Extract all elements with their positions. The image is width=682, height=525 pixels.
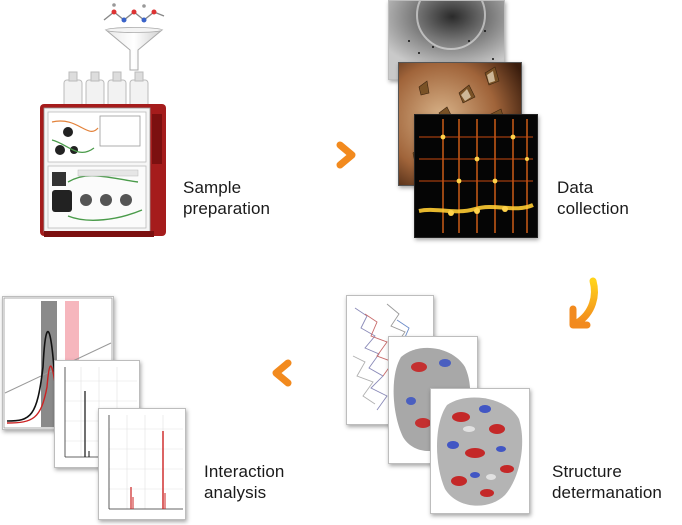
step-label-line2: collection [557,199,629,218]
step-label-line1: Sample [183,178,242,197]
step-label-line1: Interaction [204,462,285,481]
step-label-line1: Data [557,178,594,197]
funnel-icon [104,27,164,71]
arrow-down-left-icon [569,277,598,329]
step-label-structure-determination: Structure determanation [552,461,662,503]
spectrum-plot-icon-front [98,408,186,520]
step-label-line2: preparation [183,199,271,218]
molecule-icon [103,3,165,23]
step-label-line1: Structure [552,462,622,481]
step-label-data-collection: Data collection [557,177,629,219]
arrow-left-icon [272,359,318,387]
chromatography-instrument-icon [40,104,166,237]
heatmap-icon [414,114,538,238]
step-label-line2: determanation [552,483,662,502]
step-label-interaction-analysis: Interaction analysis [204,461,284,503]
step-label-line2: analysis [204,483,267,502]
step-label-sample-preparation: Sample preparation [183,177,270,219]
arrow-right-icon [310,141,356,169]
protein-surface-icon-front [430,388,530,514]
